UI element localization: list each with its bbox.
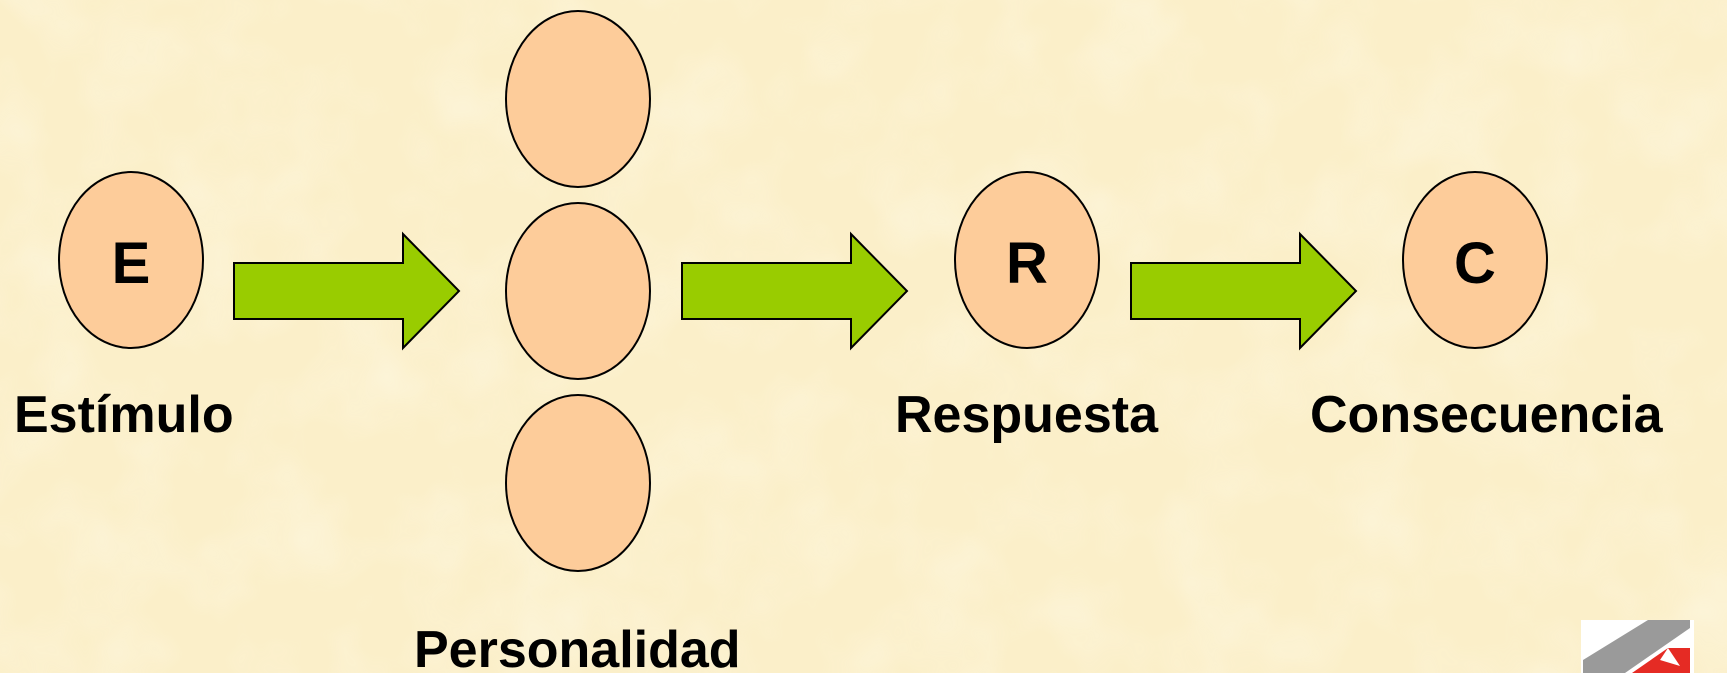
node-respuesta-letter: R bbox=[1006, 231, 1048, 296]
node-estimulo-letter: E bbox=[112, 231, 151, 296]
node-personalidad-bottom bbox=[505, 394, 651, 572]
label-estimulo: Estímulo bbox=[14, 386, 234, 444]
node-respuesta bbox=[954, 171, 1100, 349]
arrow-personalidad-to-respuesta bbox=[681, 231, 909, 351]
node-personalidad-top bbox=[505, 10, 651, 188]
node-consecuencia-letter: C bbox=[1454, 231, 1496, 296]
label-respuesta: Respuesta bbox=[895, 386, 1158, 444]
node-estimulo bbox=[58, 171, 204, 349]
label-personalidad: Personalidad bbox=[414, 621, 741, 673]
arrow-respuesta-to-consecuencia bbox=[1130, 231, 1358, 351]
label-consecuencia: Consecuencia bbox=[1310, 386, 1663, 444]
node-personalidad-middle bbox=[505, 202, 651, 380]
node-consecuencia bbox=[1402, 171, 1548, 349]
arrow-estimulo-to-personalidad bbox=[233, 231, 461, 351]
institution-logo-icon bbox=[1581, 620, 1694, 673]
